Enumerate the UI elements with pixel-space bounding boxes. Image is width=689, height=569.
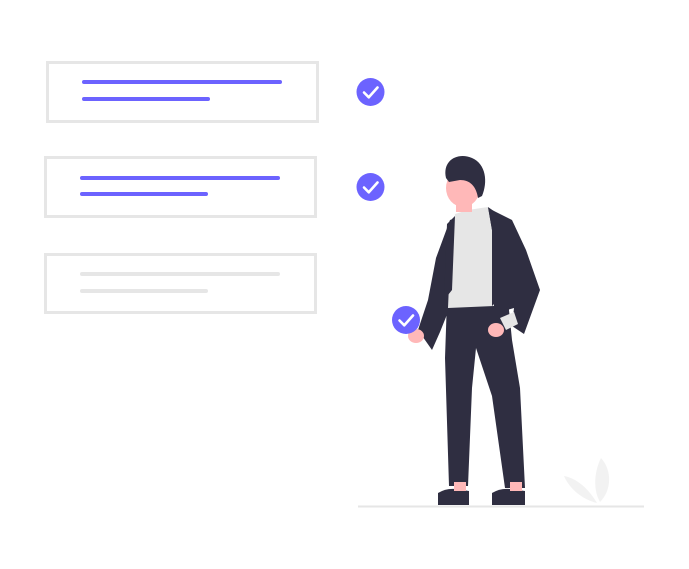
task-line-long: [82, 80, 282, 84]
checklist-item-3: [44, 253, 317, 314]
check-circle-icon: [392, 306, 420, 334]
plant-leaf-icon: [564, 458, 610, 503]
task-line-short: [80, 192, 208, 196]
task-card: [46, 61, 319, 123]
check-circle-icon: [356, 78, 385, 106]
trousers: [445, 300, 525, 488]
task-line-short: [80, 289, 208, 293]
task-card: [44, 253, 317, 314]
right-ankle: [510, 482, 522, 491]
right-hand: [488, 323, 504, 337]
checklist-item-1: [46, 61, 385, 123]
task-line-long: [80, 176, 280, 180]
check-circle-icon: [356, 173, 385, 201]
jacket-lapel-left: [444, 216, 455, 300]
checklist-item-2: [44, 156, 385, 218]
right-shoe: [492, 488, 525, 505]
task-line-short: [82, 97, 210, 101]
left-ankle: [454, 482, 466, 491]
jacket-lapel-right: [488, 207, 498, 306]
task-line-long: [80, 272, 280, 276]
person-figure: [408, 156, 540, 505]
left-shoe: [438, 488, 469, 505]
hair: [445, 156, 486, 198]
task-card: [44, 156, 317, 218]
shirt-cuff: [500, 312, 518, 330]
shirt: [448, 207, 494, 308]
